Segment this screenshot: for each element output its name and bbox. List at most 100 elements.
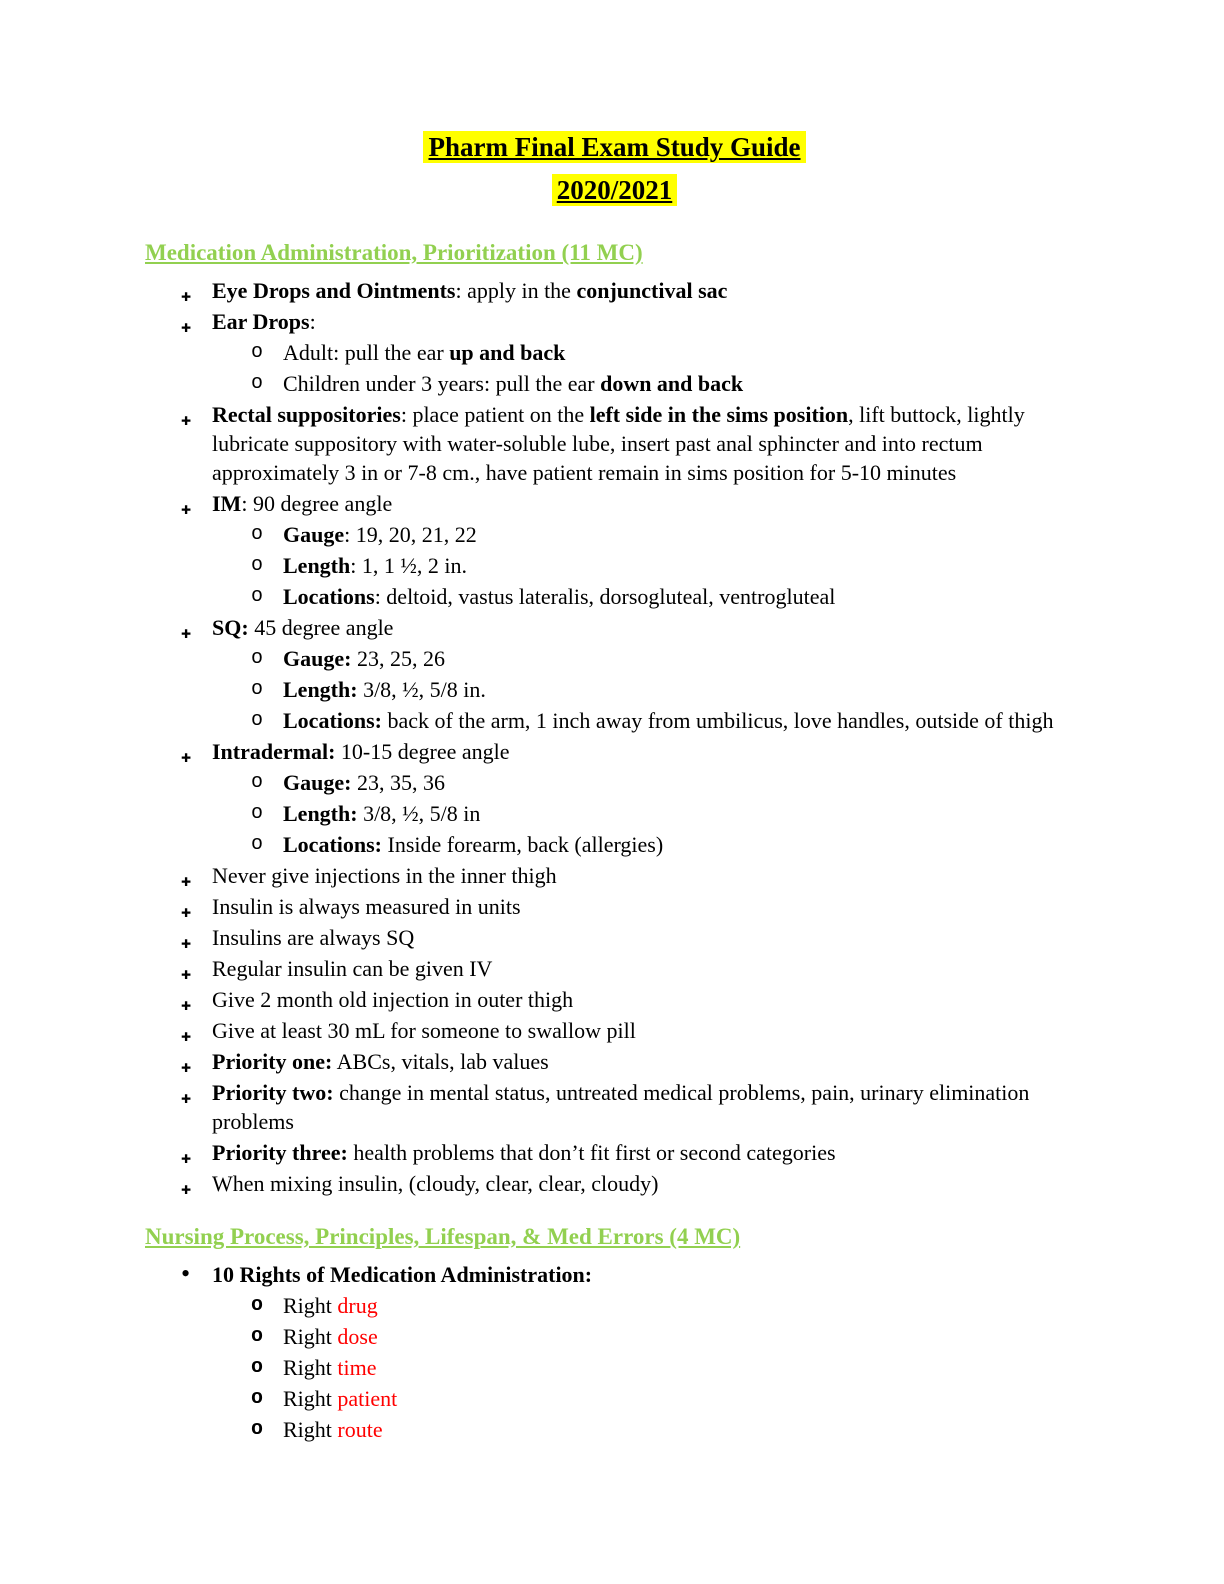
document-title-line2: 2020/2021 xyxy=(551,174,678,206)
text-run: Right xyxy=(283,1355,338,1380)
plus-bullet-icon: ✚ xyxy=(181,751,192,765)
list-item-text: Right drug xyxy=(283,1293,378,1318)
list-item: ✚ Ear Drops: xyxy=(145,307,1084,336)
list-item-text: Length: 3/8, ½, 5/8 in. xyxy=(283,677,486,702)
list-item-text: Insulin is always measured in units xyxy=(212,894,521,919)
text-run: Intradermal: xyxy=(212,739,336,764)
list-item: ✚IM: 90 degree angle xyxy=(145,489,1084,518)
text-run: Inside forearm, back (allergies) xyxy=(382,832,664,857)
text-run: Gauge: xyxy=(283,646,352,671)
circle-bullet-icon: o xyxy=(251,1356,264,1379)
plus-bullet-icon: ✚ xyxy=(181,1092,192,1106)
sections: Medication Administration, Prioritizatio… xyxy=(145,238,1084,1444)
plus-bullet-icon: ✚ xyxy=(181,1152,192,1166)
list-item-text: Insulins are always SQ xyxy=(212,925,414,950)
text-run: route xyxy=(337,1417,383,1442)
document-title-line1: Pharm Final Exam Study Guide xyxy=(423,131,806,163)
text-run: conjunctival sac xyxy=(576,278,728,303)
document-title-line2-wrap: 2020/2021 xyxy=(145,171,1084,214)
text-run: 10-15 degree angle xyxy=(335,739,510,764)
text-run: 10 Rights of Medication Administration: xyxy=(212,1262,593,1287)
plus-bullet-icon: ✚ xyxy=(181,627,192,641)
plus-bullet-icon: ✚ xyxy=(181,999,192,1013)
circle-bullet-icon: o xyxy=(251,802,264,825)
text-run: 23, 25, 26 xyxy=(351,646,445,671)
disc-bullet-icon: • xyxy=(181,1259,191,1288)
document-section: Medication Administration, Prioritizatio… xyxy=(145,238,1084,1198)
plus-bullet-icon: ✚ xyxy=(181,414,192,428)
list-item-text: Right patient xyxy=(283,1386,397,1411)
text-run: Locations xyxy=(283,584,375,609)
text-run: , lift buttock, lightly lubricate suppos… xyxy=(212,402,1025,485)
list-item: ✚Never give injections in the inner thig… xyxy=(145,861,1084,890)
text-run: Insulin is always measured in units xyxy=(212,894,521,919)
list-item-text: Ear Drops: xyxy=(212,309,316,334)
document-title: Pharm Final Exam Study Guide 2020/2021 xyxy=(145,128,1084,214)
text-run: SQ: xyxy=(212,615,249,640)
section-heading: Nursing Process, Principles, Lifespan, &… xyxy=(145,1224,741,1249)
circle-bullet-icon: o xyxy=(251,647,264,670)
list-item-text: Locations: back of the arm, 1 inch away … xyxy=(283,708,1053,733)
list-item: ✚Priority two: change in mental status, … xyxy=(145,1078,1084,1136)
text-run: Give 2 month old injection in outer thig… xyxy=(212,987,574,1012)
plus-bullet-icon: ✚ xyxy=(181,321,192,335)
document-page: Pharm Final Exam Study Guide 2020/2021 M… xyxy=(145,128,1084,1444)
text-run: 23, 35, 36 xyxy=(351,770,445,795)
list-item-text: Priority one: ABCs, vitals, lab values xyxy=(212,1049,549,1074)
text-run: : 90 degree angle xyxy=(241,491,393,516)
list-item: ✚ Intradermal: 10-15 degree angle xyxy=(145,737,1084,766)
list-item: o Locations: back of the arm, 1 inch away… xyxy=(145,706,1084,735)
text-run: Insulins are always SQ xyxy=(212,925,415,950)
text-run: up and back xyxy=(449,340,566,365)
plus-bullet-icon: ✚ xyxy=(181,937,192,951)
plus-bullet-icon: ✚ xyxy=(181,968,192,982)
text-run: change in mental status, untreated medic… xyxy=(212,1080,1030,1134)
text-run: down and back xyxy=(600,371,744,396)
list-item-text: Never give injections in the inner thigh xyxy=(212,863,557,888)
list-item: o Length: 1, 1 ½, 2 in. xyxy=(145,551,1084,580)
circle-bullet-icon: o xyxy=(251,554,264,577)
circle-bullet-icon: o xyxy=(251,709,264,732)
circle-bullet-icon: o xyxy=(251,1387,264,1410)
list-item-text: Adult: pull the ear up and back xyxy=(283,340,565,365)
list-item: ✚ Insulins are always SQ xyxy=(145,923,1084,952)
list-item-text: Right dose xyxy=(283,1324,378,1349)
list-item-text: Length: 1, 1 ½, 2 in. xyxy=(283,553,467,578)
list-item-text: SQ: 45 degree angle xyxy=(212,615,393,640)
list-item-text: Eye Drops and Ointments: apply in the co… xyxy=(212,278,727,303)
section-heading: Medication Administration, Prioritizatio… xyxy=(145,240,643,265)
text-run: Ear Drops xyxy=(212,309,310,334)
circle-bullet-icon: o xyxy=(251,1418,264,1441)
text-run: patient xyxy=(337,1386,398,1411)
circle-bullet-icon: o xyxy=(251,585,264,608)
list-item-text: 10 Rights of Medication Administration: xyxy=(212,1262,592,1287)
text-run: : 19, 20, 21, 22 xyxy=(344,522,477,547)
list-item-text: Gauge: 23, 25, 26 xyxy=(283,646,445,671)
list-item-text: When mixing insulin, (cloudy, clear, cle… xyxy=(212,1171,658,1196)
plus-bullet-icon: ✚ xyxy=(181,290,192,304)
list-item: ✚ Give 2 month old injection in outer thi… xyxy=(145,985,1084,1014)
list-item-text: IM: 90 degree angle xyxy=(212,491,392,516)
text-run: Children under 3 years: pull the ear xyxy=(283,371,601,396)
text-run: : place patient on the xyxy=(400,402,590,427)
list-item: ✚ When mixing insulin, (cloudy, clear, cl… xyxy=(145,1169,1084,1198)
list-item: o Locations: deltoid, vastus lateralis, d… xyxy=(145,582,1084,611)
document-title-line1-wrap: Pharm Final Exam Study Guide xyxy=(145,128,1084,171)
list-item-text: Intradermal: 10-15 degree angle xyxy=(212,739,510,764)
text-run: Rectal suppositories xyxy=(212,402,401,427)
list-item: • 10 Rights of Medication Administration: xyxy=(145,1259,1084,1289)
list-item-text: Regular insulin can be given IV xyxy=(212,956,492,981)
text-run: Eye Drops and Ointments xyxy=(212,278,456,303)
text-run: Priority one: xyxy=(212,1049,333,1074)
text-run: : deltoid, vastus lateralis, dorsoglutea… xyxy=(374,584,836,609)
list-item: o Gauge: 23, 25, 26 xyxy=(145,644,1084,673)
plus-bullet-icon: ✚ xyxy=(181,1183,192,1197)
circle-bullet-icon: o xyxy=(251,1294,264,1317)
text-run: dose xyxy=(337,1324,378,1349)
text-run: Never give injections in the inner thigh xyxy=(212,863,557,888)
